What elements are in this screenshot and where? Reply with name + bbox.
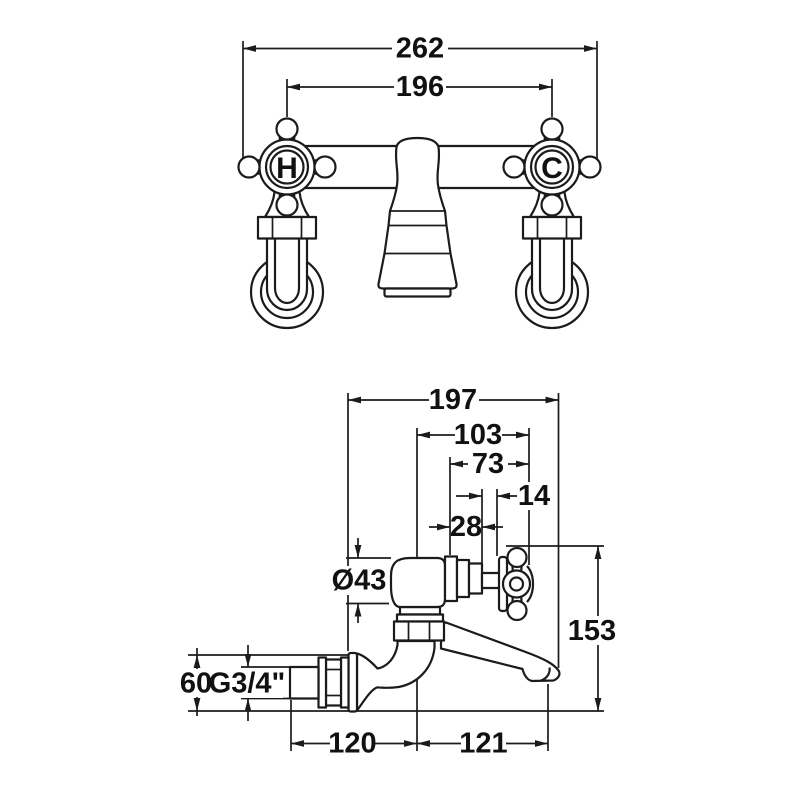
handle-side [497,546,535,622]
dim-overall-drop: 153 [567,546,617,711]
flange-washer-front [339,656,350,709]
wall-flange-disc [347,651,359,713]
spout-front-lip [383,287,452,298]
dim-body-diameter: Ø43 [332,538,387,623]
dim-103-label: 103 [454,419,502,451]
dim-262-label: 262 [396,33,444,65]
cold-handle-letter: C [541,152,563,185]
hot-handle-letter: H [276,152,298,185]
dim-bonnet-length: 28 [429,511,503,543]
handle-ball-bottom-side [506,599,528,622]
dim-73-label: 73 [472,448,504,480]
flange-washer-back [317,656,328,709]
dim-flange-diameter: 60 [180,648,213,716]
spout-front [377,136,458,298]
dim-197-label: 197 [429,384,477,416]
spindle [480,571,502,590]
bonnet-ring-3 [467,562,484,595]
dim-wall-to-spout: 197 [348,384,559,416]
side-tap-assembly [288,546,561,713]
dim-spindle-gap: 14 [456,480,551,512]
coupling-nut [392,620,446,642]
dim-153-label: 153 [568,615,616,647]
side-view: 197 103 73 14 [180,384,617,760]
dim-centre-to-handle: 103 [417,419,529,451]
bonnet-ring-2 [455,558,471,599]
dim-196-label: 196 [396,71,444,103]
handle-ball-top-side [506,546,528,569]
spout-mouth-line [540,667,551,682]
handle-hub-side [501,569,532,599]
dim-body-to-handle: 73 [450,448,529,480]
dim-overall-width: 262 [242,33,598,165]
dim-inlet-thread: G3/4" [209,645,286,721]
dim-120-label: 120 [328,728,376,760]
dim-28-label: 28 [450,511,482,543]
dim-handle-centres: 196 [286,71,553,117]
dim-o43-label: Ø43 [332,565,387,597]
spout-side [439,621,561,683]
front-view: 262 196 H C [237,33,602,330]
inlet-tail [288,665,320,700]
spout-front-body [377,136,458,290]
dim-60-label: 60 [180,668,212,700]
handle-cap-arc [526,565,535,603]
dim-bottom-offsets: 120 121 [291,728,548,760]
dim-14-label: 14 [518,480,550,512]
bonnet-ring-1 [443,555,459,603]
dim-121-label: 121 [459,728,507,760]
valve-body [389,556,447,609]
handle-hub-button [508,576,525,592]
inlet-elbow [355,639,436,712]
neck-ring-upper [398,605,442,616]
dim-g34-label: G3/4" [209,668,286,700]
back-nut [324,658,343,707]
